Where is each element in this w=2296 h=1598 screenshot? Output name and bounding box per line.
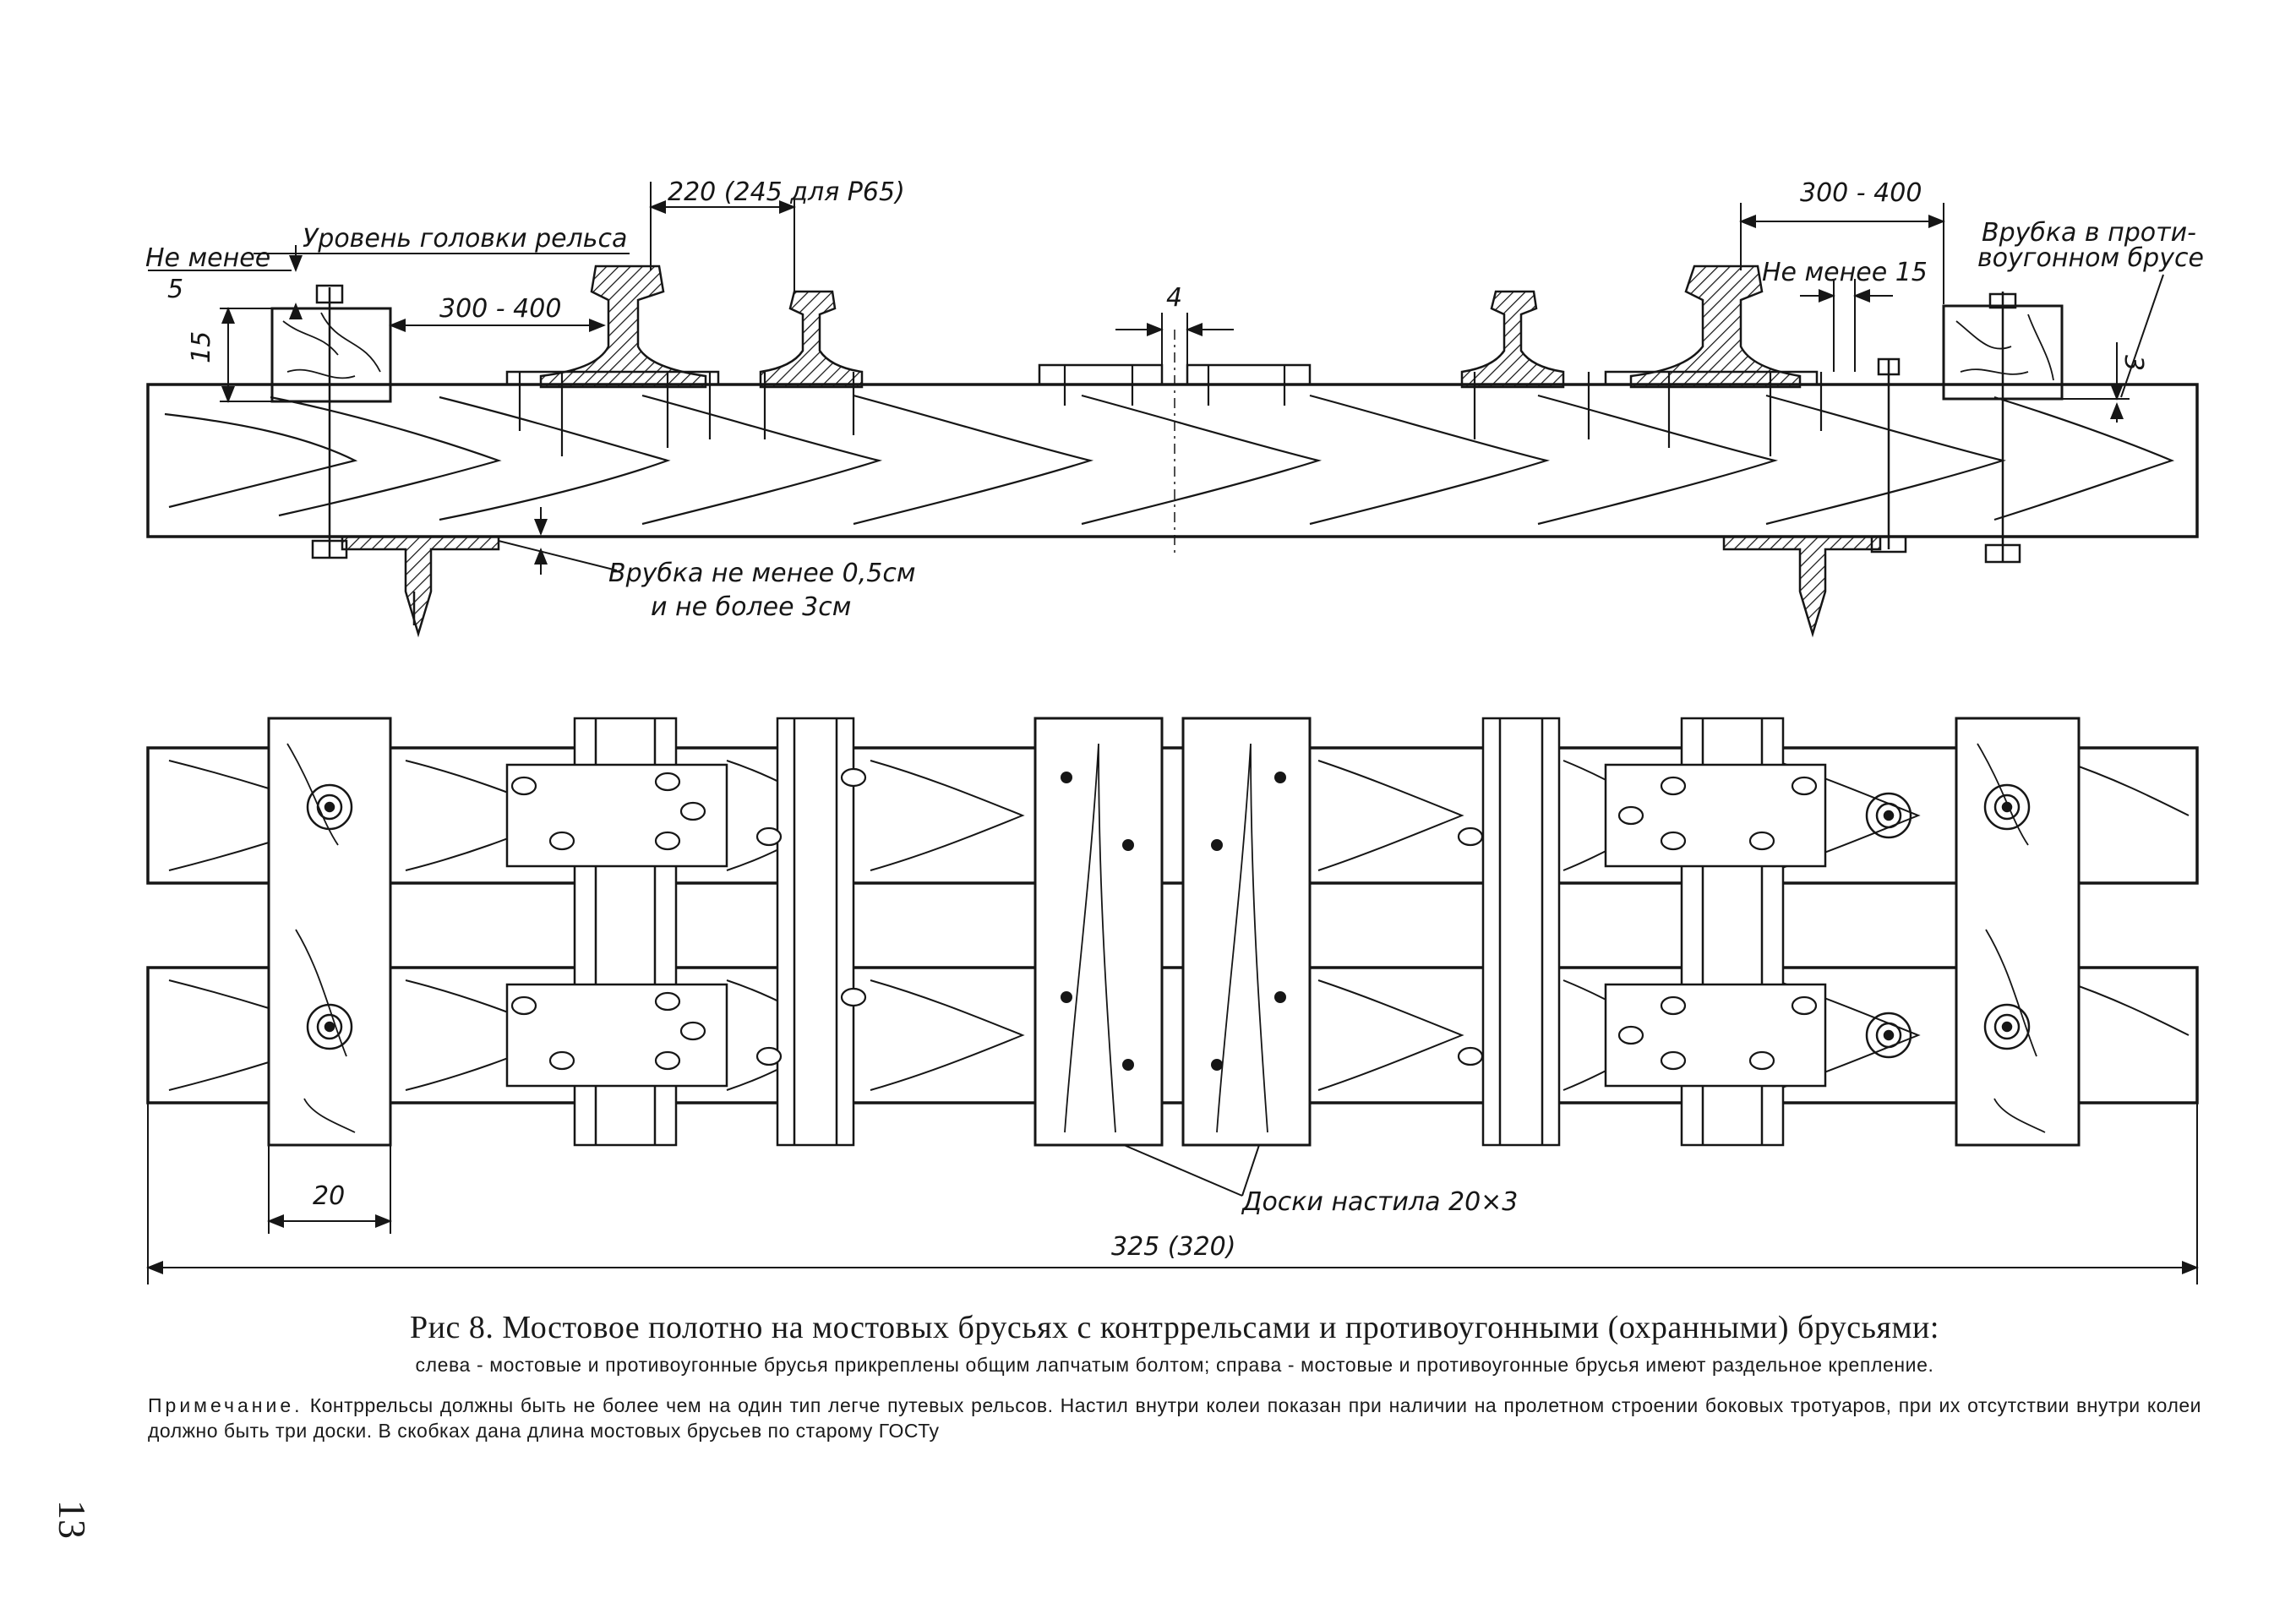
- caption-subtitle: слева - мостовые и противоугонные брусья…: [415, 1354, 1934, 1376]
- wood-grain-side: [164, 394, 2175, 526]
- plan-rail-strips: [573, 717, 1785, 1147]
- bridge-tie-side: [146, 383, 2199, 538]
- plan-deck-boards: [1033, 717, 1312, 1147]
- label-dim-4: 4: [1166, 283, 1182, 313]
- label-cut-note-l2: и не более 3см: [651, 592, 851, 622]
- plan-bolts: [306, 783, 2031, 1059]
- label-not-less-5-l2: 5: [167, 275, 183, 304]
- guard-rail-right: [1460, 290, 1565, 389]
- running-rail-right: [1629, 265, 1802, 389]
- label-dim-325: 325 (320): [1111, 1232, 1235, 1262]
- angle-bracket-right: [1722, 535, 1882, 638]
- plan-guard-beam-left: [267, 717, 392, 1147]
- deck-board-right-side: [1186, 363, 1312, 386]
- label-dim-20: 20: [313, 1181, 345, 1211]
- note-text: Контррельсы должны быть не более чем на …: [148, 1394, 2202, 1442]
- note-label: Примечание.: [148, 1394, 303, 1416]
- bolt-right-tie: [1870, 357, 1907, 554]
- label-rail-head-level: Уровень головки рельса: [303, 224, 627, 254]
- angle-bracket-left: [341, 535, 500, 638]
- figure-caption: Рис 8. Мостовое полотно на мостовых брус…: [148, 1308, 2201, 1443]
- plan-view: [146, 717, 2199, 1284]
- deck-board-left-side: [1038, 363, 1164, 386]
- label-cut-note-l1: Врубка не менее 0,5см: [608, 559, 916, 588]
- side-elevation: [146, 182, 2199, 638]
- label-cut-in-beam-l2: воугонном брусе: [1977, 243, 2204, 273]
- label-not-less-5-l1: Не менее: [145, 243, 270, 273]
- guard-beam-left: [270, 307, 392, 403]
- label-deck-boards: Доски настила 20×3: [1241, 1187, 1518, 1217]
- caption-note: Примечание. Контррельсы должны быть не б…: [148, 1393, 2201, 1443]
- label-dim-3: 3: [2119, 355, 2148, 371]
- label-dim-300-400-left: 300 - 400: [439, 294, 561, 324]
- label-not-less-15: Не менее 15: [1762, 258, 1928, 287]
- dimension-labels: Не менее 5 Уровень головки рельса 220 (2…: [145, 177, 2204, 1262]
- bolt-left: [311, 284, 348, 559]
- plan-guard-beam-right: [1955, 717, 2081, 1147]
- plan-rail-top: [146, 746, 2199, 885]
- label-dim-15: 15: [187, 331, 216, 363]
- label-cut-in-beam-l1: Врубка в проти-: [1982, 218, 2196, 248]
- running-rail-left: [539, 265, 707, 389]
- caption-title: Рис 8. Мостовое полотно на мостовых брус…: [410, 1310, 1939, 1345]
- bolt-right-guard: [1984, 292, 2021, 564]
- label-dim-300-400-right: 300 - 400: [1800, 178, 1922, 208]
- guard-rail-left: [759, 290, 864, 389]
- label-dim-220: 220 (245 для Р65): [668, 177, 905, 207]
- page-number: 13: [51, 1500, 94, 1539]
- plan-rail-bottom: [146, 966, 2199, 1104]
